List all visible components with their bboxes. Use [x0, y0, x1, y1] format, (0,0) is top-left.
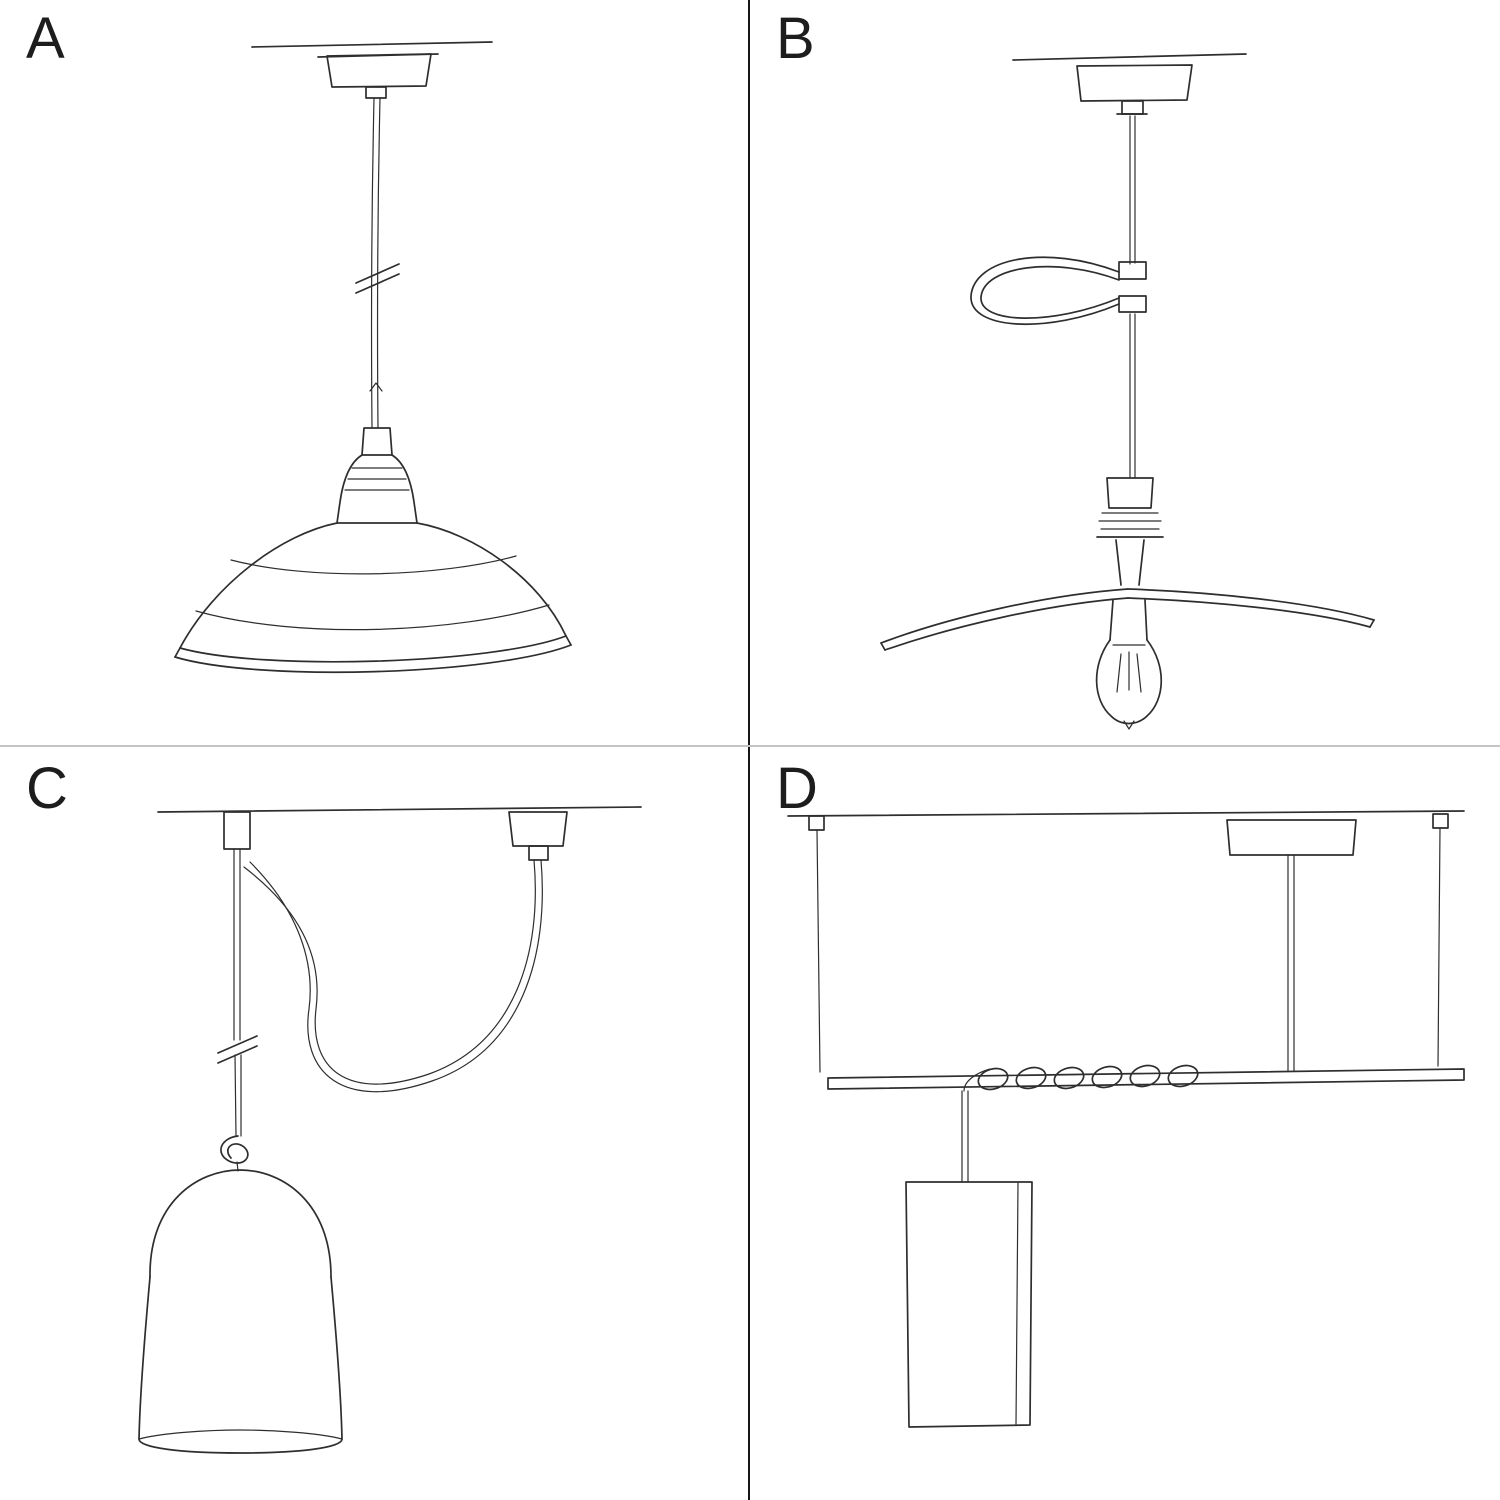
ceiling-mount [251, 41, 493, 99]
tube-pendant-shade [905, 1181, 1033, 1428]
ceiling-rose [1226, 819, 1357, 1072]
pendant-cable-clip-sketch-icon [880, 53, 1375, 730]
vertical-divider [748, 0, 750, 1500]
pendant-cable [355, 97, 400, 429]
hook-bracket [223, 811, 251, 850]
panel-label-b: B [776, 6, 816, 71]
lamp-holder [1096, 477, 1164, 586]
swag-cable [243, 859, 543, 1093]
swag-pendant-sketch-icon [138, 806, 642, 1454]
panel-b: B [750, 0, 1500, 750]
panel-label-a: A [26, 6, 66, 71]
pendant-cable [1129, 115, 1136, 479]
horizontal-divider [0, 745, 1500, 747]
panel-a: A [0, 0, 750, 750]
ceiling-mount [1012, 53, 1247, 115]
panel-label-c: C [26, 756, 69, 821]
light-bulb-icon [1095, 599, 1163, 730]
cable-clip [970, 256, 1147, 326]
suspension-bar-pendant-sketch-icon [787, 810, 1465, 1428]
ceiling-rose [508, 811, 568, 861]
ceiling-line [787, 810, 1465, 817]
bell-shade [138, 1169, 343, 1454]
industrial-shade [174, 522, 572, 674]
panel-d: D [750, 750, 1500, 1500]
pendant-straight-drop-sketch-icon [174, 41, 572, 674]
coiled-cable [961, 1064, 1199, 1183]
suspension-bar [827, 1068, 1465, 1090]
suspension-wires [808, 813, 1449, 1073]
panel-c: C [0, 750, 750, 1500]
lamp-holder [336, 427, 418, 524]
drop-cable [217, 848, 258, 1137]
panel-label-d: D [776, 756, 819, 821]
cable-knot [220, 1135, 249, 1172]
plate-shade [880, 588, 1375, 651]
